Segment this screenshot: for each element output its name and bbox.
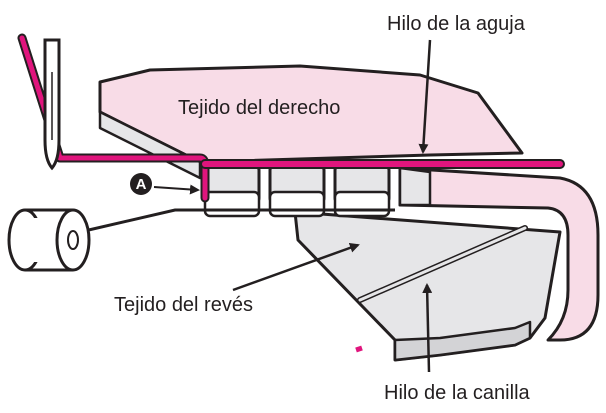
label-fabric-wrong-side: Tejido del revés — [114, 294, 253, 316]
hem-fold — [398, 166, 600, 342]
bobbin-thread-leader — [422, 283, 433, 373]
label-needle-thread: Hilo de la aguja — [387, 13, 526, 35]
bobbin-thread — [79, 208, 528, 353]
stitch-loops — [203, 163, 391, 218]
marker-a: A — [130, 173, 200, 195]
wrong-side-leader — [232, 243, 360, 292]
bobbin-icon — [7, 208, 91, 272]
needle-icon — [43, 38, 61, 171]
needle-thread — [17, 33, 565, 203]
label-fabric-right-side: Tejido del derecho — [178, 97, 340, 119]
needle-thread-leader — [418, 39, 432, 154]
label-bobbin-thread: Hilo de la canilla — [384, 382, 531, 404]
marker-a-label: A — [136, 176, 147, 193]
